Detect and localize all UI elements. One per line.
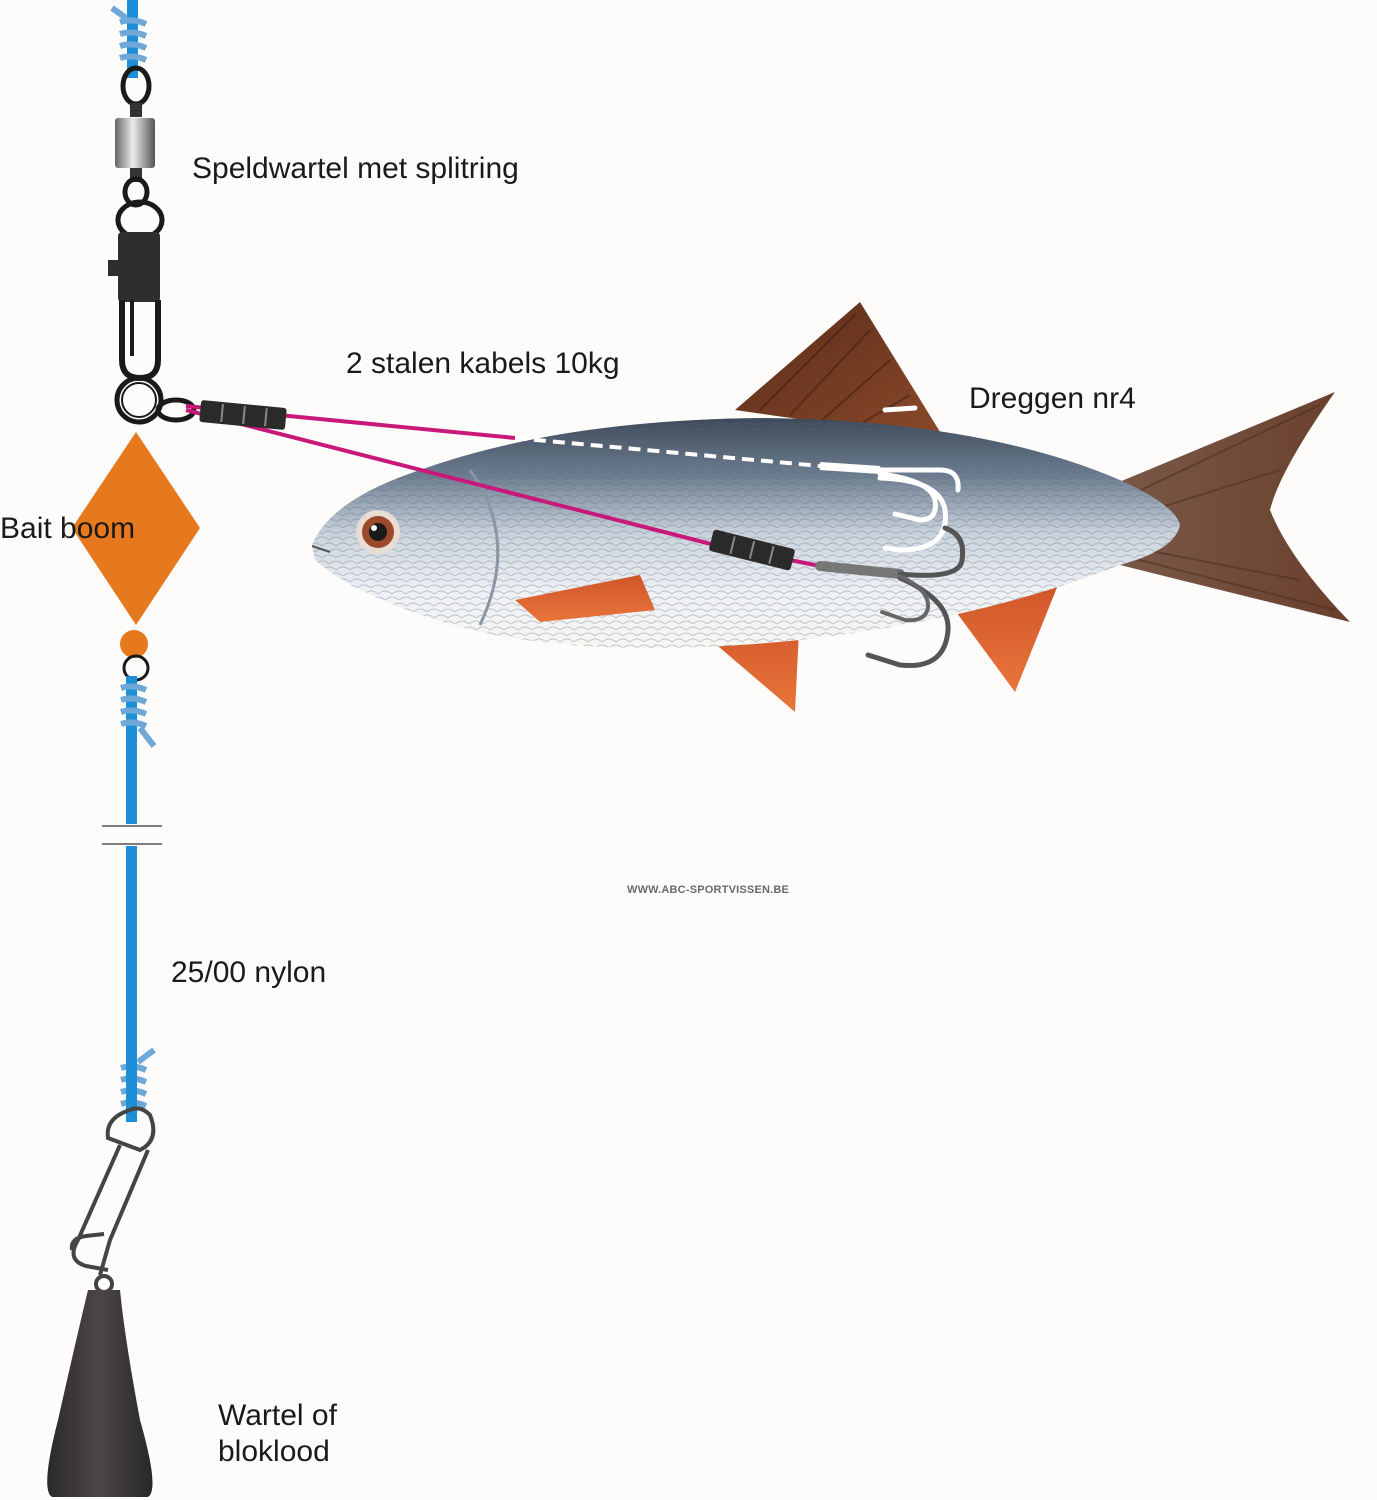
treble-hooks-label: Dreggen nr4 xyxy=(969,382,1136,415)
website-watermark: WWW.ABC-SPORTVISSEN.BE xyxy=(627,884,790,896)
split-ring xyxy=(114,375,197,425)
treble-hook-upper xyxy=(877,405,961,553)
bait-boom xyxy=(72,432,200,682)
lead-weight-label-line2: bloklood xyxy=(218,1435,330,1468)
wire-cables-label: 2 stalen kabels 10kg xyxy=(346,347,620,380)
wire-traces xyxy=(185,400,881,571)
nylon-line-label: 25/00 nylon xyxy=(171,956,327,989)
main-line-lower xyxy=(102,676,162,1122)
lead-weight-label: Wartel of bloklood xyxy=(218,1398,378,1470)
snap-clip xyxy=(108,199,165,382)
bait-fish xyxy=(311,302,1350,712)
bait-boom-label: Bait boom xyxy=(0,512,136,545)
lead-weight xyxy=(47,1290,153,1497)
main-line-top xyxy=(110,0,148,78)
lead-snap xyxy=(69,1106,156,1294)
swivel-label: Speldwartel met splitring xyxy=(192,152,519,185)
swivel xyxy=(115,65,155,208)
lead-weight-label-line1: Wartel of xyxy=(218,1399,337,1432)
treble-hook-lower xyxy=(815,525,966,669)
